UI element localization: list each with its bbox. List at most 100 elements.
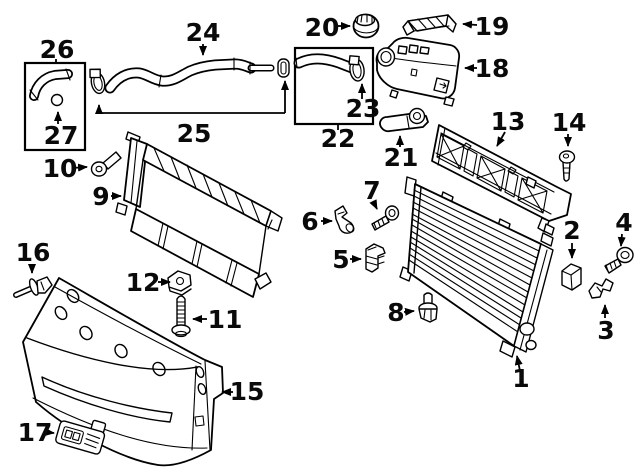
part-long-screw-11[interactable] — [171, 295, 191, 338]
callout-27[interactable]: 27 — [44, 111, 79, 150]
support-lower-band — [130, 208, 260, 298]
hose-clamp-left — [89, 68, 106, 95]
callout-3[interactable]: 3 — [597, 304, 615, 345]
callout-label-5[interactable]: 5 — [332, 245, 349, 274]
callout-16[interactable]: 16 — [16, 238, 51, 274]
callout-label-18[interactable]: 18 — [475, 54, 510, 83]
callout-4[interactable]: 4 — [615, 208, 633, 247]
callout-label-1[interactable]: 1 — [512, 364, 529, 393]
callout-label-8[interactable]: 8 — [387, 298, 404, 327]
callout-2[interactable]: 2 — [563, 216, 581, 259]
part-retainer-plate-12[interactable] — [167, 270, 192, 296]
callout-6[interactable]: 6 — [301, 207, 333, 236]
part-radiator-1[interactable] — [399, 176, 555, 358]
kit-box-22 — [293, 46, 375, 126]
part-upper-hose-24[interactable] — [88, 57, 290, 95]
callout-9[interactable]: 9 — [92, 182, 122, 211]
callout-17[interactable]: 17 — [18, 418, 55, 447]
callout-label-12[interactable]: 12 — [126, 268, 161, 297]
support-left-post — [123, 137, 148, 208]
reservoir-top-ribs — [397, 44, 430, 55]
callout-18[interactable]: 18 — [464, 54, 510, 83]
callout-14[interactable]: 14 — [552, 108, 587, 147]
part-reservoir-cap-20[interactable] — [352, 13, 380, 39]
hose-clamp-23 — [348, 55, 365, 82]
callout-1[interactable]: 1 — [512, 355, 530, 393]
support-truss — [153, 147, 261, 224]
part-sensor-tube-21[interactable] — [379, 107, 429, 133]
callout-label-10[interactable]: 10 — [43, 154, 78, 183]
callout-11[interactable]: 11 — [192, 305, 243, 334]
callout-8[interactable]: 8 — [387, 298, 415, 327]
part-sensor-screw-7[interactable] — [371, 205, 400, 231]
callout-label-16[interactable]: 16 — [16, 238, 51, 267]
callout-label-24[interactable]: 24 — [186, 18, 221, 47]
leader-13 — [496, 131, 506, 147]
callout-label-23[interactable]: 23 — [346, 94, 381, 123]
part-air-deflector-15[interactable] — [22, 277, 224, 467]
part-retainer-clip-5[interactable] — [365, 243, 386, 273]
callout-label-21[interactable]: 21 — [384, 143, 419, 172]
callout-5[interactable]: 5 — [332, 245, 362, 274]
callout-23[interactable]: 23 — [346, 83, 381, 123]
part-bracket-clip-3[interactable] — [588, 278, 614, 299]
callout-24[interactable]: 24 — [186, 18, 221, 56]
part-push-pin-16[interactable] — [13, 276, 53, 298]
part-hose-kit-box-26[interactable] — [23, 61, 87, 152]
leader-7 — [369, 199, 378, 210]
leader-19 — [462, 20, 478, 29]
callout-label-13[interactable]: 13 — [491, 107, 526, 136]
part-shutter-bolt-14[interactable] — [558, 150, 576, 182]
callout-label-6[interactable]: 6 — [301, 207, 318, 236]
lower-hose-23 — [293, 53, 358, 74]
callout-label-3[interactable]: 3 — [597, 316, 614, 345]
callout-12[interactable]: 12 — [126, 268, 171, 297]
leader-1 — [514, 355, 523, 372]
deflector-holes — [54, 288, 207, 396]
part-reservoir-bracket-19[interactable] — [402, 14, 457, 36]
part-radiator-support-9[interactable] — [115, 131, 283, 298]
part-cushion-2[interactable] — [561, 263, 582, 291]
callout-21[interactable]: 21 — [384, 135, 419, 172]
part-sensor-6[interactable] — [334, 205, 356, 234]
part-mount-screw-4[interactable] — [604, 246, 634, 274]
spare-hose-26 — [29, 68, 73, 101]
callout-label-19[interactable]: 19 — [475, 12, 510, 41]
callout-label-4[interactable]: 4 — [615, 208, 632, 237]
part-mount-bolt-8[interactable] — [418, 292, 438, 323]
callout-19[interactable]: 19 — [462, 12, 510, 41]
callout-26[interactable]: 26 — [40, 35, 75, 64]
callout-22[interactable]: 22 — [321, 124, 356, 153]
callout-label-25[interactable]: 25 — [177, 119, 212, 148]
support-struts — [157, 222, 238, 287]
shutter-hatch-cells — [436, 133, 548, 214]
callout-13[interactable]: 13 — [491, 107, 526, 147]
leader-10 — [71, 163, 88, 172]
callout-20[interactable]: 20 — [305, 13, 351, 42]
callout-label-7[interactable]: 7 — [363, 176, 380, 205]
o-ring-27[interactable] — [50, 93, 64, 107]
leader-17 — [44, 428, 55, 436]
callout-7[interactable]: 7 — [363, 176, 381, 210]
hose-grommet-right — [277, 58, 290, 78]
callout-label-9[interactable]: 9 — [92, 182, 109, 211]
part-latch-17[interactable] — [55, 411, 108, 455]
part-hose-kit-box-22[interactable] — [293, 46, 375, 126]
callout-25[interactable]: 25 — [95, 80, 289, 148]
callout-label-14[interactable]: 14 — [552, 108, 587, 137]
callout-label-20[interactable]: 20 — [305, 13, 340, 42]
callout-label-27[interactable]: 27 — [44, 121, 79, 150]
callout-label-22[interactable]: 22 — [321, 124, 356, 153]
caution-symbol — [433, 77, 450, 94]
callout-15[interactable]: 15 — [221, 377, 265, 406]
part-coolant-reservoir-18[interactable] — [375, 36, 461, 107]
callout-10[interactable]: 10 — [43, 154, 88, 183]
callout-label-11[interactable]: 11 — [208, 305, 243, 334]
part-support-bolt-10[interactable] — [90, 151, 122, 177]
callout-label-15[interactable]: 15 — [230, 377, 265, 406]
callout-label-2[interactable]: 2 — [563, 216, 580, 245]
callout-label-17[interactable]: 17 — [18, 418, 53, 447]
callout-label-26[interactable]: 26 — [40, 35, 75, 64]
